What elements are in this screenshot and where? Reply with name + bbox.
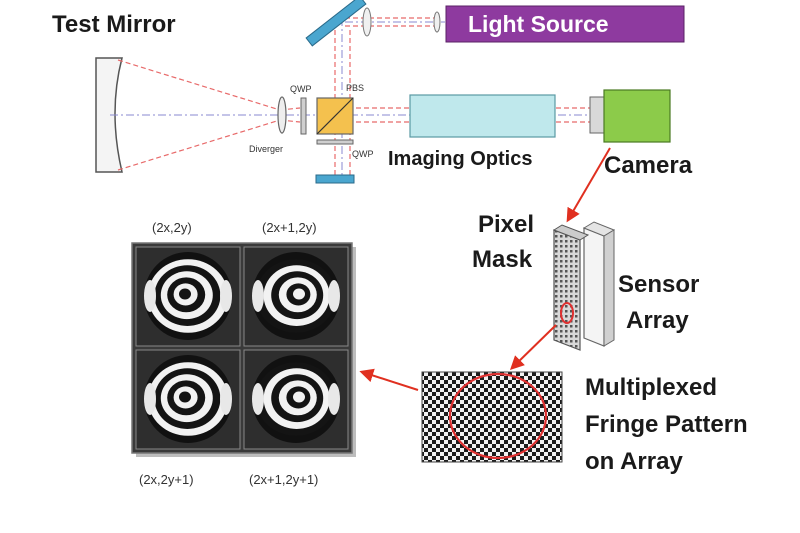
fringe-lobe bbox=[328, 280, 340, 312]
fringe-lobe bbox=[220, 383, 232, 415]
pattern-highlight-circle bbox=[448, 372, 548, 460]
camera-lens bbox=[589, 96, 605, 134]
fringe-lobe bbox=[252, 383, 264, 415]
fringe-ring bbox=[293, 391, 305, 403]
imaging-optics-box bbox=[409, 94, 556, 138]
pixel-mask-edge bbox=[552, 224, 590, 241]
camera-label: Camera bbox=[604, 152, 693, 179]
fringe-lobe bbox=[328, 383, 340, 415]
source-lens-1 bbox=[362, 7, 372, 37]
arrow-camera-to-mask bbox=[566, 147, 611, 223]
reference-mirror bbox=[315, 174, 355, 184]
qwp-bottom-label: QWP bbox=[352, 149, 374, 159]
pixel-label: Pixel bbox=[478, 211, 534, 238]
source-lens-2 bbox=[433, 11, 441, 33]
qwp-left bbox=[300, 97, 307, 135]
diverger-label: Diverger bbox=[249, 144, 283, 154]
fringe-pattern-array bbox=[421, 371, 563, 463]
mask-highlight-circle bbox=[560, 302, 574, 324]
pixel-mask-plate bbox=[553, 229, 581, 351]
fringe-ring bbox=[179, 391, 191, 403]
fringe-rings bbox=[144, 252, 340, 443]
pbs-label: PBS bbox=[346, 83, 364, 93]
qwp-bottom bbox=[316, 139, 354, 145]
test-mirror bbox=[95, 57, 123, 173]
fringe-ring bbox=[293, 288, 305, 300]
mask-label: Mask bbox=[472, 246, 533, 273]
test-mirror-label: Test Mirror bbox=[52, 11, 176, 38]
fringe-lobe bbox=[144, 280, 156, 312]
coord-top-right: (2x+1,2y) bbox=[262, 220, 317, 235]
diverger-lens bbox=[277, 96, 287, 134]
sensor-label: Sensor bbox=[618, 271, 699, 298]
coord-top-left: (2x,2y) bbox=[152, 220, 192, 235]
arrow-pattern-to-interferograms bbox=[359, 368, 419, 391]
fringe-ring bbox=[179, 288, 191, 300]
fold-mirror bbox=[305, 0, 367, 47]
fringe-pattern-label: Fringe Pattern bbox=[585, 411, 748, 438]
qwp-top-label: QWP bbox=[290, 84, 312, 94]
fringe-lobe bbox=[144, 383, 156, 415]
arrow-mask-to-pattern bbox=[509, 324, 557, 370]
multiplexed-label: Multiplexed bbox=[585, 374, 717, 401]
fringe-lobe bbox=[220, 280, 232, 312]
fringe-lobe bbox=[252, 280, 264, 312]
coord-bottom-right: (2x+1,2y+1) bbox=[249, 472, 318, 487]
light-source-label: Light Source bbox=[468, 11, 609, 37]
coord-bottom-left: (2x,2y+1) bbox=[139, 472, 194, 487]
on-array-label: on Array bbox=[585, 448, 683, 475]
array-label: Array bbox=[626, 307, 689, 334]
sensor-array-side bbox=[603, 229, 615, 347]
camera-body bbox=[603, 89, 671, 143]
light-source-box bbox=[445, 5, 685, 43]
pbs-diagonal bbox=[316, 97, 354, 135]
imaging-optics-label: Imaging Optics bbox=[388, 148, 532, 170]
sensor-array-plate bbox=[583, 227, 605, 347]
